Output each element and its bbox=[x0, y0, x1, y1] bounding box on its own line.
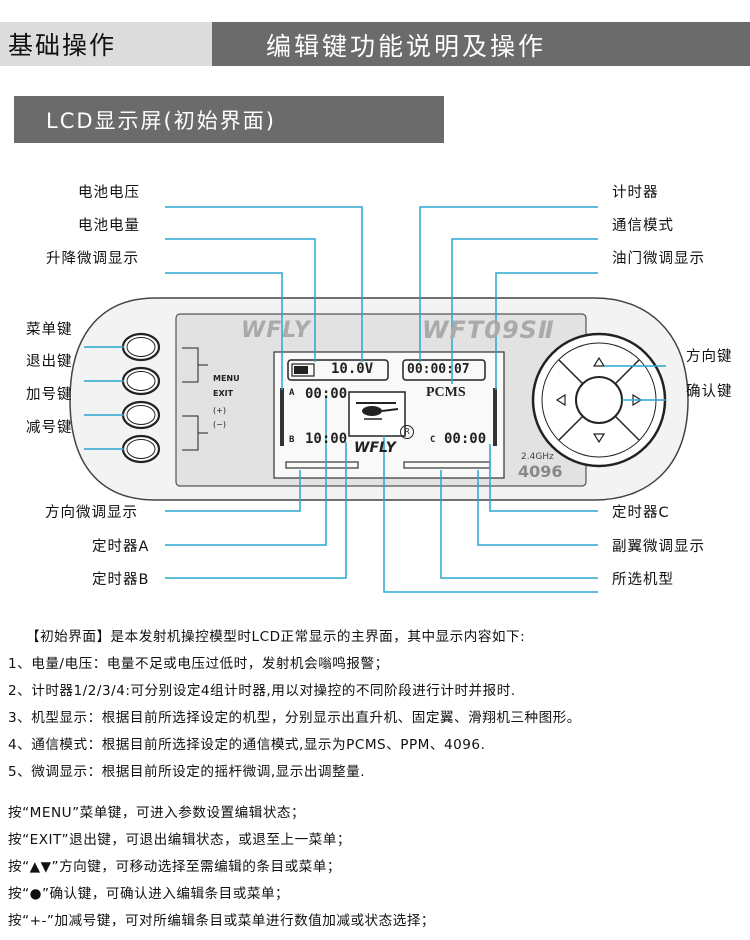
label-confirm-key: 确认键 bbox=[686, 384, 733, 400]
label-plus-key: 加号键 bbox=[26, 387, 73, 403]
header-left-title: 基础操作 bbox=[8, 31, 117, 60]
pitch-trim-bar bbox=[280, 388, 284, 446]
label-minus-key: 减号键 bbox=[26, 420, 73, 436]
description-item: 3、机型显示：根据目前所选择设定的机型，分别显示出直升机、固定翼、滑翔机三种图形… bbox=[8, 710, 581, 726]
operation-item: 按“MENU”菜单键，可进入参数设置编辑状态； bbox=[8, 805, 306, 821]
label-pitch-trim: 升降微调显示 bbox=[46, 251, 139, 267]
label-timer-c: 定时器C bbox=[612, 505, 670, 521]
header-basic-ops: 基础操作 bbox=[0, 22, 212, 66]
mode-badge: 4096 bbox=[518, 462, 563, 481]
lcd-timer-b-label: B bbox=[289, 435, 295, 445]
callout-lines bbox=[84, 206, 666, 593]
rudder-trim-bar bbox=[285, 461, 359, 469]
battery-icon bbox=[291, 363, 315, 377]
description-item: 2、计时器1/2/3/4:可分别设定4组计时器,用以对操控的不同阶段进行计时并报… bbox=[8, 683, 516, 699]
section-title: LCD显示屏(初始界面) bbox=[46, 109, 276, 133]
left-keys-inner bbox=[126, 337, 156, 459]
throttle-trim-bar bbox=[493, 388, 497, 446]
lcd-voltage: 10.0V bbox=[331, 361, 374, 377]
battery-voltage-box bbox=[287, 359, 389, 381]
header-right-title: 编辑键功能说明及操作 bbox=[266, 32, 547, 61]
exit-key-label: EXIT bbox=[213, 389, 234, 398]
label-aileron-trim: 副翼微调显示 bbox=[612, 539, 705, 555]
minus-key-label: (−) bbox=[213, 420, 226, 429]
label-battery-voltage: 电池电压 bbox=[78, 185, 140, 201]
lcd-timer-b: 10:00 bbox=[305, 431, 348, 447]
description-item: 5、微调显示：根据目前所设定的摇杆微调,显示出调整量. bbox=[8, 764, 366, 780]
model-logo: WFT09SⅡ bbox=[422, 316, 555, 344]
label-exit-key: 退出键 bbox=[26, 354, 73, 370]
key-brackets bbox=[182, 347, 208, 451]
label-timer: 计时器 bbox=[612, 185, 659, 201]
operation-item: 按“▲▼”方向键，可移动选择至需编辑的条目或菜单； bbox=[8, 859, 341, 875]
lcd-timer-a-label: A bbox=[289, 388, 295, 398]
menu-key-label: MENU bbox=[213, 374, 240, 383]
lcd-logo: WFLY bbox=[354, 440, 396, 456]
confirm-button bbox=[575, 376, 623, 424]
timer-box bbox=[402, 359, 486, 381]
label-direction-key: 方向键 bbox=[686, 349, 733, 365]
brand-logo: WFLY bbox=[241, 318, 311, 343]
transmitter-diagram bbox=[69, 206, 689, 593]
description-item: 4、通信模式：根据目前所选择设定的通信模式,显示为PCMS、PPM、4096. bbox=[8, 737, 486, 753]
label-timer-b: 定时器B bbox=[92, 572, 150, 588]
label-throttle-trim: 油门微调显示 bbox=[612, 251, 705, 267]
label-menu-key: 菜单键 bbox=[26, 322, 73, 338]
direction-pad-dividers bbox=[558, 359, 640, 441]
lcd-timer-c-label: C bbox=[430, 435, 436, 445]
operation-item: 按“●”确认键，可确认进入编辑条目或菜单； bbox=[8, 886, 290, 902]
plus-key-label: (+) bbox=[213, 406, 226, 415]
lcd-comm-mode: PCMS bbox=[426, 385, 466, 400]
header-edit-keys: 编辑键功能说明及操作 bbox=[212, 22, 750, 66]
battery-fill bbox=[294, 366, 308, 374]
label-comm-mode: 通信模式 bbox=[612, 218, 674, 234]
label-timer-a: 定时器A bbox=[92, 539, 150, 555]
lcd-registered-mark: R bbox=[400, 425, 414, 439]
description-intro: 【初始界面】是本发射机操控模型时LCD正常显示的主界面，其中显示内容如下: bbox=[26, 629, 526, 645]
lcd-timer-c: 00:00 bbox=[444, 431, 487, 447]
description-item: 1、电量/电压：电量不足或电压过低时，发射机会嗡鸣报警； bbox=[8, 656, 389, 672]
operation-item: 按“EXIT”退出键，可退出编辑状态，或退至上一菜单； bbox=[8, 832, 351, 848]
lcd-timer-main: 00:00:07 bbox=[407, 362, 470, 377]
label-rudder-trim: 方向微调显示 bbox=[45, 505, 138, 521]
section-header-lcd: LCD显示屏(初始界面) bbox=[14, 96, 444, 143]
operation-item: 按“+-”加减号键，可对所编辑条目或菜单进行数值加减或状态选择； bbox=[8, 913, 436, 929]
frequency-label: 2.4GHz bbox=[521, 452, 554, 462]
lcd-timer-a: 00:00 bbox=[305, 386, 348, 402]
helicopter-icon bbox=[356, 402, 399, 420]
label-model-type: 所选机型 bbox=[612, 572, 674, 588]
label-battery-level: 电池电量 bbox=[78, 218, 140, 234]
